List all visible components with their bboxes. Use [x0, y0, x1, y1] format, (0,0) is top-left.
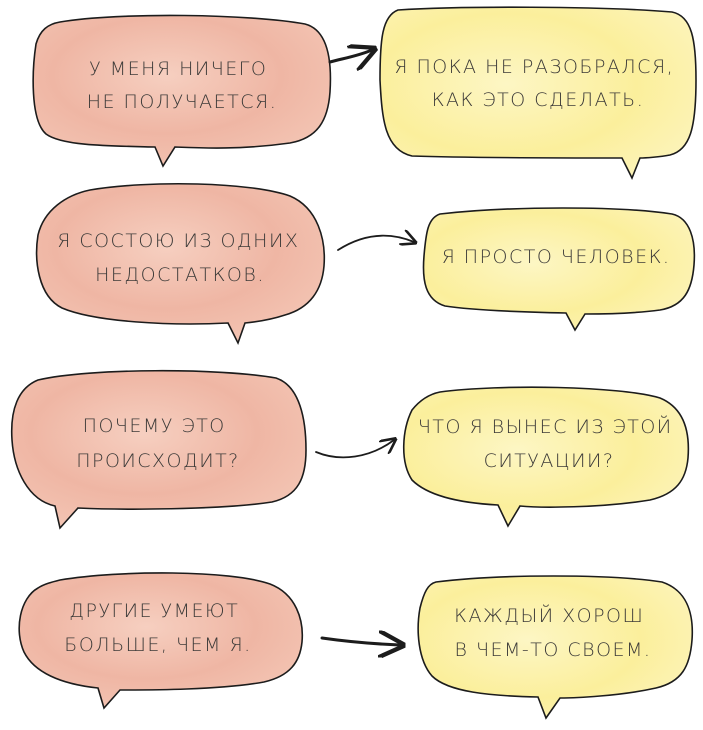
negative-text-line: ПОЧЕМУ ЭТО	[83, 415, 226, 437]
negative-text-line: НЕДОСТАТКОВ.	[95, 264, 265, 286]
negative-bubble-4: ДРУГИЕ УМЕЮТ БОЛЬШЕ, ЧЕМ Я.	[18, 572, 304, 710]
negative-text-line: У МЕНЯ НИЧЕГО	[89, 58, 267, 80]
positive-bubble-shape	[402, 386, 690, 528]
svg-text:Я СОСТОЮ ИЗ ОДНИХ НЕДО: Я СОСТОЮ ИЗ ОДНИХ НЕДОСТАТКОВ.	[57, 230, 307, 286]
negative-bubble-2: Я СОСТОЮ ИЗ ОДНИХ НЕДОСТАТКОВ.	[35, 182, 326, 346]
negative-bubble-shape	[32, 14, 332, 168]
pair-1: У МЕНЯ НИЧЕГО НЕ ПОЛУЧАЕТСЯ. Я ПОКА НЕ Р…	[32, 6, 697, 180]
svg-text:ДРУГИЕ УМЕЮТ БОЛЬШЕ, Ч: ДРУГИЕ УМЕЮТ БОЛЬШЕ, ЧЕМ Я.	[64, 600, 251, 656]
svg-text:КАЖДЫЙ ХОРОШ В ЧЕМ-ТО: КАЖДЫЙ ХОРОШ В ЧЕМ-ТО СВОЕМ.	[454, 604, 652, 661]
right-arrow-icon	[328, 50, 372, 62]
right-arrow-icon	[337, 236, 414, 251]
svg-text:Я ПОКА НЕ РАЗОБРАЛСЯ,: Я ПОКА НЕ РАЗОБРАЛСЯ, КАК ЭТО СДЕЛАТЬ.	[394, 56, 682, 111]
positive-bubble-1: Я ПОКА НЕ РАЗОБРАЛСЯ, КАК ЭТО СДЕЛАТЬ.	[379, 6, 697, 180]
positive-bubble-shape	[417, 575, 694, 720]
positive-text-line: Я ПРОСТО ЧЕЛОВЕК.	[442, 246, 671, 268]
pair-4: ДРУГИЕ УМЕЮТ БОЛЬШЕ, ЧЕМ Я. КАЖДЫЙ ХОРОШ…	[18, 572, 694, 720]
negative-bubble-shape	[35, 182, 326, 346]
positive-bubble-3: ЧТО Я ВЫНЕС ИЗ ЭТОЙ СИТУАЦИИ?	[402, 386, 690, 528]
pair-3: ПОЧЕМУ ЭТО ПРОИСХОДИТ? ЧТО Я ВЫНЕС ИЗ ЭТ…	[10, 369, 690, 530]
svg-text:Я ПРОСТО ЧЕЛОВЕК.: Я ПРОСТО ЧЕЛОВЕК.	[442, 246, 671, 268]
positive-text-line: ЧТО Я ВЫНЕС ИЗ ЭТОЙ	[418, 415, 673, 438]
positive-text-line: КАК ЭТО СДЕЛАТЬ.	[432, 89, 645, 111]
negative-bubble-1: У МЕНЯ НИЧЕГО НЕ ПОЛУЧАЕТСЯ.	[32, 14, 332, 168]
negative-bubble-shape	[18, 572, 304, 710]
negative-text-line: ПРОИСХОДИТ?	[76, 450, 240, 472]
right-arrow-icon	[320, 638, 400, 645]
right-arrow-icon	[315, 440, 394, 459]
svg-text:У МЕНЯ НИЧЕГО НЕ ПОЛУЧ: У МЕНЯ НИЧЕГО НЕ ПОЛУЧАЕТСЯ.	[87, 58, 278, 113]
svg-text:ПОЧЕМУ ЭТО ПРОИСХОДИТ?: ПОЧЕМУ ЭТО ПРОИСХОДИТ?	[76, 415, 240, 472]
positive-bubble-shape	[422, 207, 696, 332]
positive-text-line: Я ПОКА НЕ РАЗОБРАЛСЯ,	[394, 56, 674, 78]
negative-text-line: БОЛЬШЕ, ЧЕМ Я.	[64, 634, 251, 656]
negative-bubble-3: ПОЧЕМУ ЭТО ПРОИСХОДИТ?	[10, 369, 307, 530]
negative-text-line: НЕ ПОЛУЧАЕТСЯ.	[87, 91, 278, 113]
pair-2: Я СОСТОЮ ИЗ ОДНИХ НЕДОСТАТКОВ. Я ПРОСТО …	[35, 182, 696, 346]
negative-bubble-shape	[10, 369, 307, 530]
positive-text-line: КАЖДЫЙ ХОРОШ	[454, 604, 644, 627]
svg-text:ЧТО Я ВЫНЕС ИЗ ЭТОЙ СИ: ЧТО Я ВЫНЕС ИЗ ЭТОЙ СИТУАЦИИ?	[418, 415, 680, 472]
negative-text-line: Я СОСТОЮ ИЗ ОДНИХ	[57, 230, 299, 252]
positive-text-line: СИТУАЦИИ?	[484, 450, 615, 472]
negative-text-line: ДРУГИЕ УМЕЮТ	[69, 600, 239, 622]
positive-bubble-2: Я ПРОСТО ЧЕЛОВЕК.	[422, 207, 696, 332]
positive-bubble-shape	[379, 6, 697, 180]
positive-text-line: В ЧЕМ-ТО СВОЕМ.	[455, 639, 652, 661]
positive-bubble-4: КАЖДЫЙ ХОРОШ В ЧЕМ-ТО СВОЕМ.	[417, 575, 694, 720]
